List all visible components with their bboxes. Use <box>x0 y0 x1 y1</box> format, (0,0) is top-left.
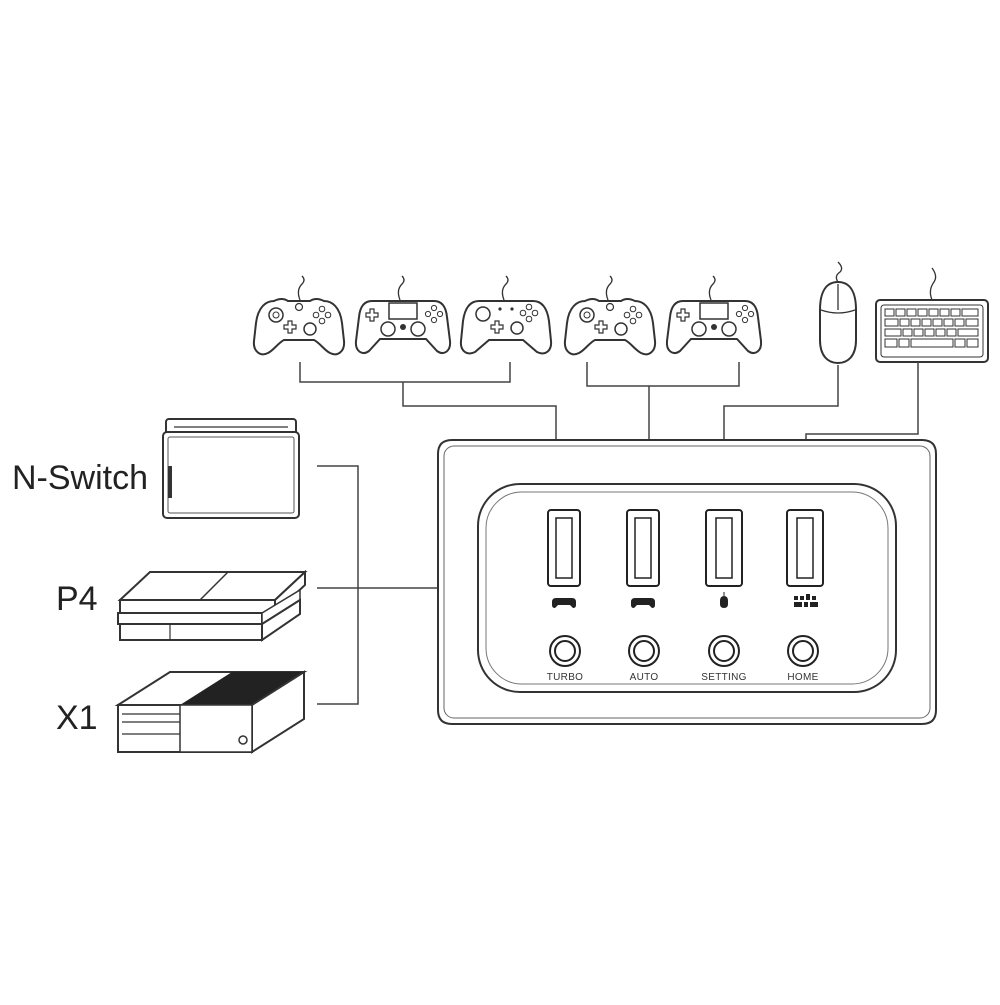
xbox-one-console-icon <box>114 670 308 754</box>
ps4-controller-2-icon <box>665 300 763 354</box>
switch-pro-controller-icon <box>459 300 553 355</box>
switch-dock-icon <box>162 418 300 519</box>
xbox-controller-1-icon <box>252 298 346 356</box>
switch-label: N-Switch <box>12 459 149 497</box>
home-button[interactable] <box>787 635 819 667</box>
home-label: HOME <box>787 672 819 683</box>
turbo-button[interactable] <box>549 635 581 667</box>
mouse-icon <box>819 280 857 365</box>
auto-label: AUTO <box>629 672 659 683</box>
usb-port-4[interactable] <box>786 509 824 587</box>
xbox-controller-2-icon <box>563 298 657 356</box>
usb-port-3[interactable] <box>705 509 743 587</box>
setting-label: SETTING <box>701 672 747 683</box>
ps4-label: P4 <box>56 580 98 618</box>
mouse-icon <box>720 592 728 608</box>
turbo-label: TURBO <box>546 672 584 683</box>
ps4-controller-1-icon <box>354 300 452 354</box>
keyboard-icon <box>794 594 818 607</box>
setting-button[interactable] <box>708 635 740 667</box>
auto-button[interactable] <box>628 635 660 667</box>
usb-port-1[interactable] <box>547 509 581 587</box>
ps4-console-icon <box>117 569 308 642</box>
xbox-label: X1 <box>56 699 98 737</box>
usb-port-2[interactable] <box>626 509 660 587</box>
keyboard-icon <box>875 299 989 363</box>
gamepad-icon <box>631 598 655 608</box>
gamepad-icon <box>552 598 576 608</box>
peripheral-cables <box>297 261 937 301</box>
